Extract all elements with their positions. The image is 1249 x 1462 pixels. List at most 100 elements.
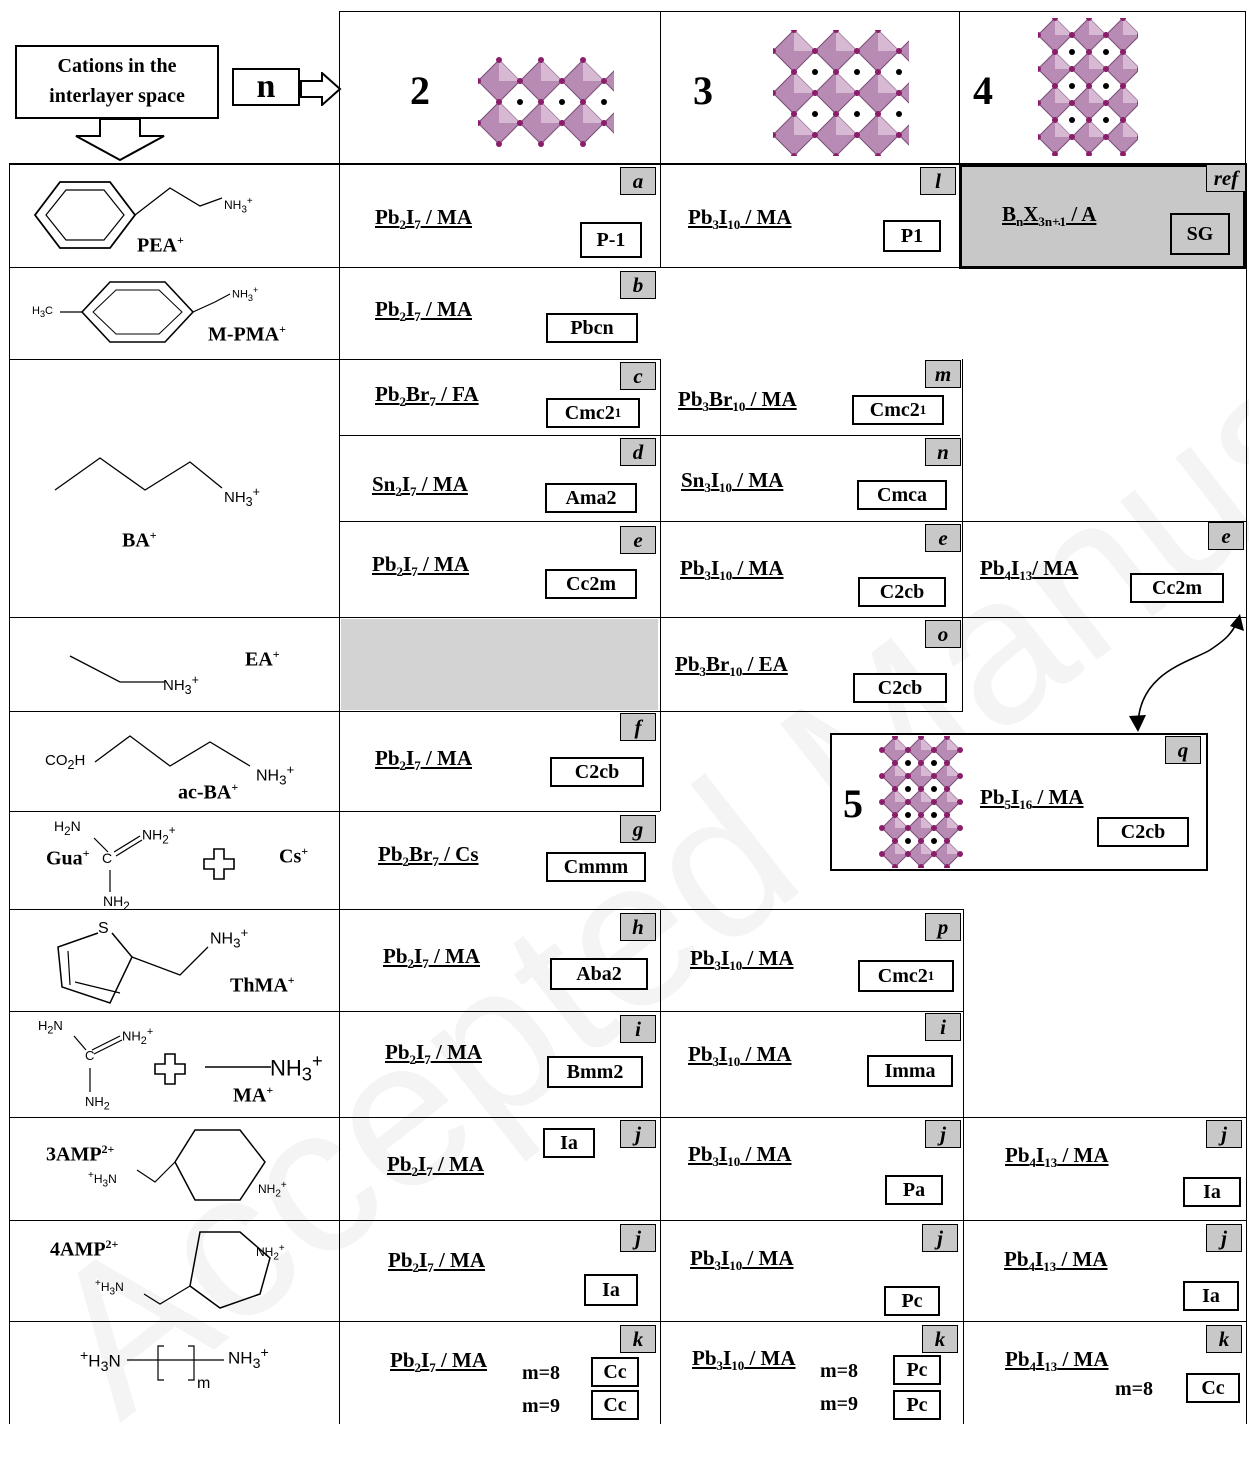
gua2-nh2-bottom-label: NH2 (85, 1094, 110, 1113)
space-group-box: Pbcn (546, 313, 638, 343)
space-group-box: Cc (591, 1390, 639, 1420)
down-arrow-icon (75, 118, 165, 162)
space-group-box: Cc2m (545, 569, 637, 599)
space-group-box: Ia (584, 1274, 638, 1306)
cation-ea: EA+ (245, 647, 280, 671)
space-group-box: P-1 (580, 222, 642, 258)
compound-formula: Pb3I10 / MA (692, 1346, 796, 1374)
compound-formula: Pb5I16 / MA (980, 785, 1084, 813)
space-group-box: Ia (1183, 1281, 1239, 1311)
reference-badge: b (620, 271, 656, 299)
pea-nh3-label: NH3+ (224, 196, 253, 216)
gua2-c-label: C (85, 1048, 95, 1063)
compound-formula: Sn3I10 / MA (681, 468, 784, 496)
reference-badge: m (925, 360, 961, 388)
cation-ac-ba: ac-BA+ (178, 780, 239, 804)
m-pma-nh3-label: NH3+ (232, 285, 259, 303)
reference-badge: p (925, 913, 961, 941)
compound-formula: Pb2I7 / MA (383, 944, 481, 972)
reference-badge: l (920, 167, 956, 195)
cations-header-line1: Cations in the (57, 55, 177, 77)
compound-formula: Pb3I10 / MA (690, 946, 794, 974)
reference-badge: h (620, 913, 656, 941)
cation-ma: MA+ (233, 1083, 274, 1107)
column-divider (963, 1117, 964, 1424)
3amp-h3n-label: +H3N (88, 1170, 117, 1190)
legend-sg-box: SG (1170, 213, 1230, 255)
row-divider (9, 617, 1247, 618)
reference-badge: j (620, 1120, 656, 1148)
m-value-label: m=9 (820, 1393, 859, 1415)
gua2-bonds-icon (73, 1035, 123, 1092)
4amp-nh2-label: NH2+ (256, 1243, 285, 1263)
legend-ref-badge: ref (1206, 164, 1246, 192)
column-divider (660, 164, 661, 268)
ea-molecule-icon (69, 655, 165, 683)
ma-nh3-label: NH3+ (270, 1050, 323, 1085)
space-group-box: Pc (893, 1390, 941, 1420)
ma-bond-icon (205, 1066, 271, 1068)
compound-formula: Pb2I7 / MA (375, 746, 473, 774)
row-divider (9, 711, 963, 712)
m-value-label: m=8 (522, 1362, 561, 1384)
n-value-4: 4 (973, 68, 993, 113)
cation-4amp: 4AMP2+ (50, 1237, 119, 1261)
gua2-h2n-label: H2N (38, 1018, 63, 1037)
thma-molecule-icon (57, 932, 209, 1004)
reference-badge: e (1208, 522, 1244, 550)
row-divider (9, 1321, 1247, 1322)
reference-badge: o (925, 620, 961, 648)
compound-formula: Pb3I10 / MA (690, 1246, 794, 1274)
compound-formula: Pb2I7 / MA (372, 552, 470, 580)
space-group-box: Cc (591, 1357, 639, 1387)
row-divider (9, 1220, 1247, 1221)
n-value-3: 3 (693, 68, 713, 113)
reference-badge: g (620, 815, 656, 843)
compound-formula: Pb3I10 / MA (688, 1042, 792, 1070)
4amp-h3n-label: +H3N (95, 1278, 124, 1298)
space-group-box: Pc (884, 1286, 940, 1316)
gua-nh2-bottom-label: NH2 (103, 893, 130, 913)
compound-formula: Pb4I13 / MA (1005, 1143, 1109, 1171)
cation-m-pma: M-PMA+ (208, 322, 286, 346)
diamine-chain-icon (127, 1345, 224, 1381)
compound-formula: Pb4I13 / MA (1004, 1247, 1108, 1275)
ba-nh3-label: NH3+ (224, 485, 260, 509)
reference-badge: j (1206, 1224, 1242, 1252)
space-group-box: Bmm2 (547, 1056, 643, 1088)
compound-formula: Pb3I10 / MA (680, 556, 784, 584)
legend-formula: BnX3n+1 / A (1002, 202, 1097, 230)
column-divider (660, 359, 661, 811)
n-label: n (256, 68, 276, 105)
reference-badge: k (1206, 1325, 1242, 1353)
row-divider (9, 1011, 964, 1012)
compound-formula: Pb2I7 / MA (388, 1248, 486, 1276)
compound-formula: Pb2I7 / MA (390, 1348, 488, 1376)
reference-badge: c (620, 362, 656, 390)
double-arrow-icon (1129, 614, 1244, 732)
empty-cell (341, 619, 658, 710)
reference-badge: e (620, 526, 656, 554)
reference-badge: j (922, 1224, 958, 1252)
ea-nh3-label: NH3+ (163, 673, 199, 697)
compound-formula: Pb3Br10 / EA (675, 652, 788, 680)
compound-formula: Pb2I7 / MA (375, 205, 473, 233)
3amp-nh2-label: NH2+ (258, 1180, 287, 1200)
cation-cs: Cs+ (279, 844, 309, 868)
n-value-5: 5 (843, 781, 863, 826)
space-group-box: Cmca (857, 480, 947, 510)
reference-badge: q (1165, 736, 1201, 764)
reference-badge: i (620, 1015, 656, 1043)
compound-formula: Pb2I7 / MA (375, 297, 473, 325)
thma-nh3-label: NH3+ (210, 925, 249, 951)
plus-icon (203, 848, 235, 880)
compound-formula: Pb3Br10 / MA (678, 387, 797, 415)
pea-molecule-icon (33, 181, 223, 249)
row-divider (9, 811, 660, 812)
ba-molecule-icon (54, 457, 223, 491)
header-separator (9, 163, 1247, 165)
header-frame (339, 11, 1246, 164)
compound-formula: Pb4I13/ MA (980, 556, 1079, 584)
ac-ba-nh3-label: NH3+ (256, 762, 295, 788)
